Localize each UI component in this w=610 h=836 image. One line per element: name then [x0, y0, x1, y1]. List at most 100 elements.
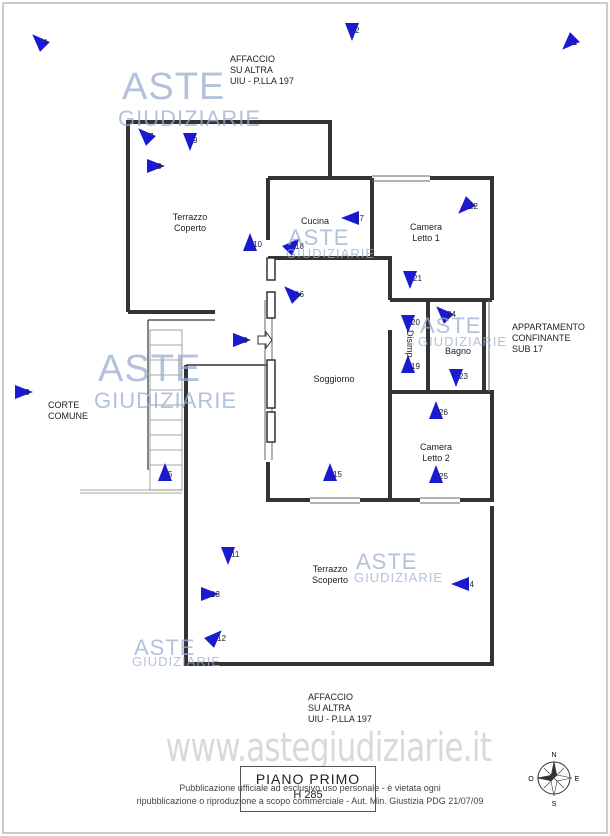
viewpoint-number: 16: [295, 290, 304, 299]
photo-viewpoint-10: 10: [243, 233, 262, 251]
viewpoint-arrow-icon: [243, 233, 257, 251]
compass-o: O: [528, 776, 534, 783]
viewpoint-number: 3: [25, 388, 30, 397]
viewpoint-number: 20: [411, 318, 420, 327]
viewpoint-arrow-icon: [284, 286, 302, 304]
viewpoint-number: 9: [193, 136, 198, 145]
viewpoint-arrow-icon: [221, 547, 235, 565]
viewpoint-number: 18: [295, 242, 304, 251]
photo-viewpoint-23: 23: [449, 369, 468, 387]
viewpoint-arrow-icon: [562, 32, 580, 50]
compass-rose-icon: N S E O: [528, 752, 579, 808]
room-camera-letto-2: Camera Letto 2: [419, 442, 452, 463]
viewpoint-number: 6: [243, 336, 248, 345]
watermark-giudiziarie: GIUDIZIARIE: [132, 654, 222, 669]
viewpoint-number: 7: [149, 132, 154, 141]
watermark-giudiziarie: GIUDIZIARIE: [418, 334, 508, 349]
viewpoint-arrow-icon: [147, 159, 165, 173]
viewpoint-arrow-icon: [323, 463, 337, 481]
viewpoint-number: 13: [211, 590, 220, 599]
photo-viewpoint-26: 26: [429, 401, 448, 419]
viewpoint-arrow-icon: [204, 630, 222, 648]
photo-viewpoint-3: 3: [15, 385, 33, 399]
watermark-giudiziarie: GIUDIZIARIE: [94, 388, 238, 413]
photo-viewpoint-17: 17: [341, 211, 364, 225]
photo-viewpoint-11: 11: [221, 547, 240, 565]
viewpoint-number: 12: [217, 634, 226, 643]
photo-viewpoint-13: 13: [201, 587, 220, 601]
viewpoint-arrow-icon: [233, 333, 251, 347]
compass-s: S: [552, 801, 557, 808]
photo-viewpoint-22: 22: [458, 196, 478, 214]
viewpoint-arrow-icon: [282, 238, 300, 256]
viewpoint-number: 10: [253, 240, 262, 249]
label-corte-comune: CORTE COMUNE: [48, 400, 88, 421]
viewpoint-arrow-icon: [138, 128, 156, 146]
viewpoint-arrow-icon: [403, 271, 417, 289]
entrance-arrow-icon: [257, 330, 273, 350]
label-appartamento-confinante: APPARTAMENTO CONFINANTE SUB 17: [512, 322, 585, 354]
viewpoint-number: 22: [469, 202, 478, 211]
watermark-aste: ASTE: [122, 66, 226, 108]
viewpoint-arrow-icon: [429, 401, 443, 419]
viewpoint-number: 11: [231, 550, 240, 559]
photo-viewpoint-25: 25: [429, 465, 448, 483]
label-affaccio-top: AFFACCIO SU ALTRA UIU - P.LLA 197: [230, 54, 294, 86]
wall-segments: [266, 257, 276, 443]
viewpoint-number: 4: [43, 38, 48, 47]
photo-viewpoint-20: 20: [401, 315, 420, 333]
disclaimer-line-2: ripubblicazione o riproduzione a scopo c…: [136, 796, 484, 806]
website-watermark: www.astegiudiziarie.it: [165, 725, 492, 771]
viewpoint-number: 23: [459, 372, 468, 381]
plan-height: H 285: [293, 789, 323, 801]
disclaimer-line-1: Pubblicazione ufficiale ad esclusivo uso…: [179, 783, 441, 793]
walls: [126, 120, 494, 666]
plan-title: PIANO PRIMO: [255, 771, 361, 787]
viewpoint-arrow-icon: [183, 133, 197, 151]
photo-viewpoint-12: 12: [204, 630, 226, 648]
viewpoint-arrow-icon: [401, 355, 415, 373]
compass-n: N: [551, 752, 556, 759]
viewpoint-number: 17: [355, 214, 364, 223]
watermark-aste: ASTE: [356, 549, 418, 574]
stairs: [80, 329, 183, 494]
viewpoint-number: 26: [439, 408, 448, 417]
viewpoint-arrow-icon: [429, 465, 443, 483]
viewpoint-number: 1: [573, 38, 578, 47]
photo-viewpoint-5: 5: [158, 463, 173, 481]
watermark-aste: ASTE: [288, 225, 350, 250]
viewpoint-number: 19: [411, 362, 420, 371]
viewpoint-arrow-icon: [158, 463, 172, 481]
watermark-aste: ASTE: [98, 348, 202, 390]
photo-viewpoint-6: 6: [233, 333, 251, 347]
viewpoint-number: 14: [465, 580, 474, 589]
photo-viewpoint-14: 14: [451, 577, 474, 591]
viewpoint-number: 21: [413, 274, 422, 283]
photo-viewpoint-18: 18: [282, 238, 304, 256]
viewpoint-arrow-icon: [451, 577, 469, 591]
title-box: PIANO PRIMO H 285: [240, 766, 376, 812]
viewpoint-arrow-icon: [449, 369, 463, 387]
photo-viewpoint-19: 19: [401, 355, 420, 373]
room-terrazzo-coperto: Terrazzo Coperto: [172, 212, 208, 233]
watermark-giudiziarie: GIUDIZIARIE: [118, 106, 262, 131]
photo-viewpoint-8: 8: [147, 159, 165, 173]
photo-viewpoint-21: 21: [403, 271, 422, 289]
photo-viewpoint-1: 1: [562, 32, 580, 50]
photo-viewpoint-7: 7: [138, 128, 156, 146]
viewpoint-arrow-icon: [201, 587, 219, 601]
viewpoint-number: 15: [333, 470, 342, 479]
photo-viewpoint-16: 16: [284, 286, 304, 304]
viewpoint-arrow-icon: [436, 306, 454, 324]
watermark-giudiziarie: GIUDIZIARIE: [354, 570, 444, 585]
compass-e: E: [575, 776, 580, 783]
room-camera-letto-1: Camera Letto 1: [409, 222, 442, 243]
watermark-giudiziarie: GIUDIZIARIE: [286, 246, 376, 261]
viewpoint-number: 5: [168, 470, 173, 479]
viewpoint-arrow-icon: [341, 211, 359, 225]
label-affaccio-bottom: AFFACCIO SU ALTRA UIU - P.LLA 197: [308, 692, 372, 724]
photo-markers: 1234567891011121314151617181920212223242…: [15, 23, 580, 648]
viewpoint-number: 25: [439, 472, 448, 481]
